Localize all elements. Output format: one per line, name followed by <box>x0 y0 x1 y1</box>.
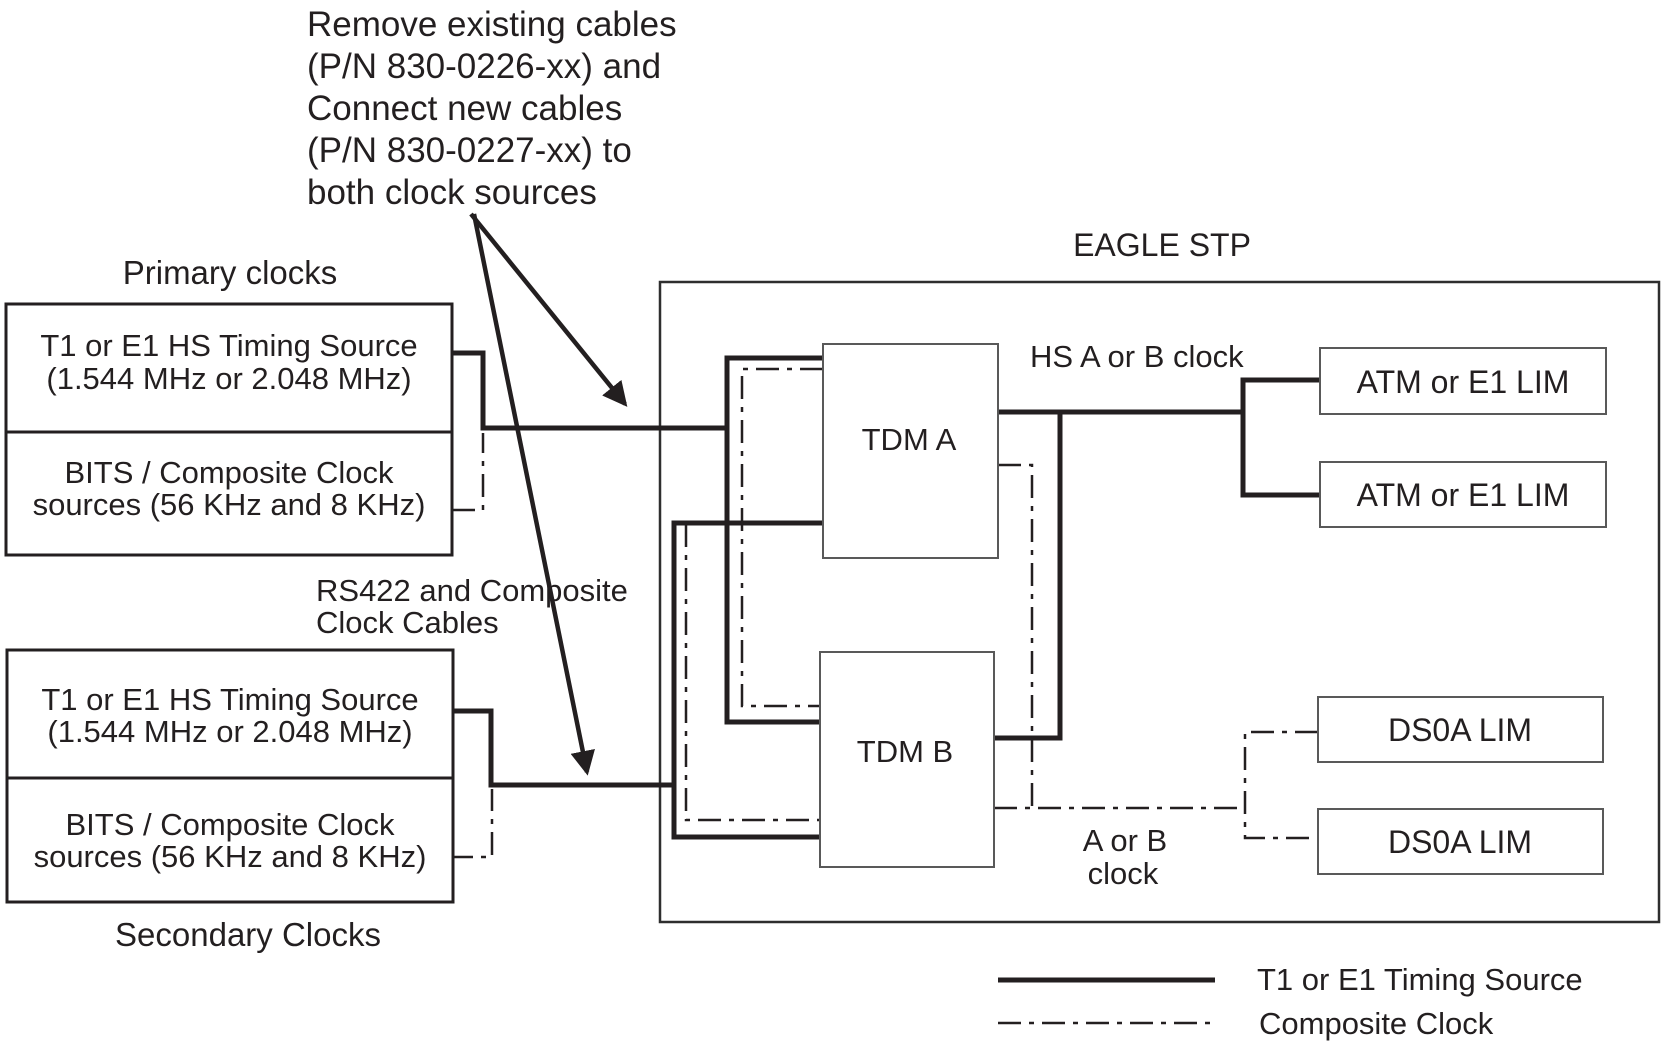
cable-secondary-composite-entry <box>450 789 494 859</box>
legend-t1-label: T1 or E1 Timing Source <box>1257 962 1583 997</box>
atm-e1-lim-box-1 <box>1319 347 1607 415</box>
cable-primary-t1-entry <box>452 350 727 431</box>
ds0a-lim-label-2: DS0A LIM <box>1388 824 1532 860</box>
primary-clocks-title: Primary clocks <box>123 254 338 291</box>
cable-secondary-t1-entry <box>450 708 674 788</box>
cable-secondary-t1-to-tdms <box>671 520 823 840</box>
annotation-line-4: (P/N 830-0227-xx) to <box>307 131 632 170</box>
annotation-line-3: Connect new cables <box>307 89 622 128</box>
cable-composite-tdma-out <box>998 463 1034 807</box>
ds0a-lim-box-2 <box>1317 808 1604 875</box>
secondary-bits-label-line2: sources (56 KHz and 8 KHz) <box>34 839 427 874</box>
primary-bits-label-line1: BITS / Composite Clock <box>64 455 394 490</box>
annotation-arrow-to-secondary-cable <box>471 213 595 776</box>
atm-e1-lim-label-1: ATM or E1 LIM <box>1357 364 1570 400</box>
cable-label-line2: Clock Cables <box>316 605 499 640</box>
atm-e1-lim-label-2: ATM or E1 LIM <box>1357 477 1570 513</box>
tdm-a-label: TDM A <box>862 422 957 457</box>
annotation-arrow-to-primary-cable <box>469 212 628 407</box>
cable-label-line1: RS422 and Composite <box>316 573 628 608</box>
tdm-b-label: TDM B <box>857 734 953 769</box>
cable-primary-t1-to-tdms <box>724 355 823 725</box>
tdm-a-box <box>822 343 999 559</box>
annotation-line-5: both clock sources <box>307 173 597 212</box>
annotation-line-1: Remove existing cables <box>307 5 677 44</box>
eagle-stp-title: EAGLE STP <box>1073 227 1251 263</box>
ds0a-lim-label-1: DS0A LIM <box>1388 712 1532 748</box>
legend-composite-label: Composite Clock <box>1259 1006 1494 1041</box>
cable-secondary-composite-to-tdmb <box>684 524 820 822</box>
cable-ab-clock-split-to-ds0a <box>1243 730 1318 840</box>
annotation-line-2: (P/N 830-0226-xx) and <box>307 47 661 86</box>
cable-hs-clock-tdmb-branch <box>994 412 1063 741</box>
ab-clock-label-line1: A or B <box>1083 823 1167 858</box>
hs-clock-label: HS A or B clock <box>1030 339 1244 374</box>
atm-e1-lim-box-2 <box>1319 461 1607 528</box>
cable-primary-composite-to-tdms <box>740 367 823 708</box>
primary-t1-label-line1: T1 or E1 HS Timing Source <box>40 328 417 363</box>
primary-t1-label-line2: (1.544 MHz or 2.048 MHz) <box>46 361 411 396</box>
secondary-clocks-box <box>5 648 455 904</box>
primary-clocks-box <box>4 302 454 557</box>
secondary-t1-label-line1: T1 or E1 HS Timing Source <box>41 682 418 717</box>
cable-hs-clock-split-to-atm <box>1240 377 1320 498</box>
cable-primary-composite-entry <box>452 433 485 512</box>
secondary-t1-label-line2: (1.544 MHz or 2.048 MHz) <box>47 714 412 749</box>
tdm-b-box <box>819 651 995 868</box>
ds0a-lim-box-1 <box>1317 696 1604 763</box>
secondary-clocks-title: Secondary Clocks <box>115 916 381 953</box>
ab-clock-label-line2: clock <box>1088 856 1159 891</box>
secondary-bits-label-line1: BITS / Composite Clock <box>65 807 395 842</box>
primary-bits-label-line2: sources (56 KHz and 8 KHz) <box>33 487 426 522</box>
eagle-stp-frame <box>658 280 1661 924</box>
